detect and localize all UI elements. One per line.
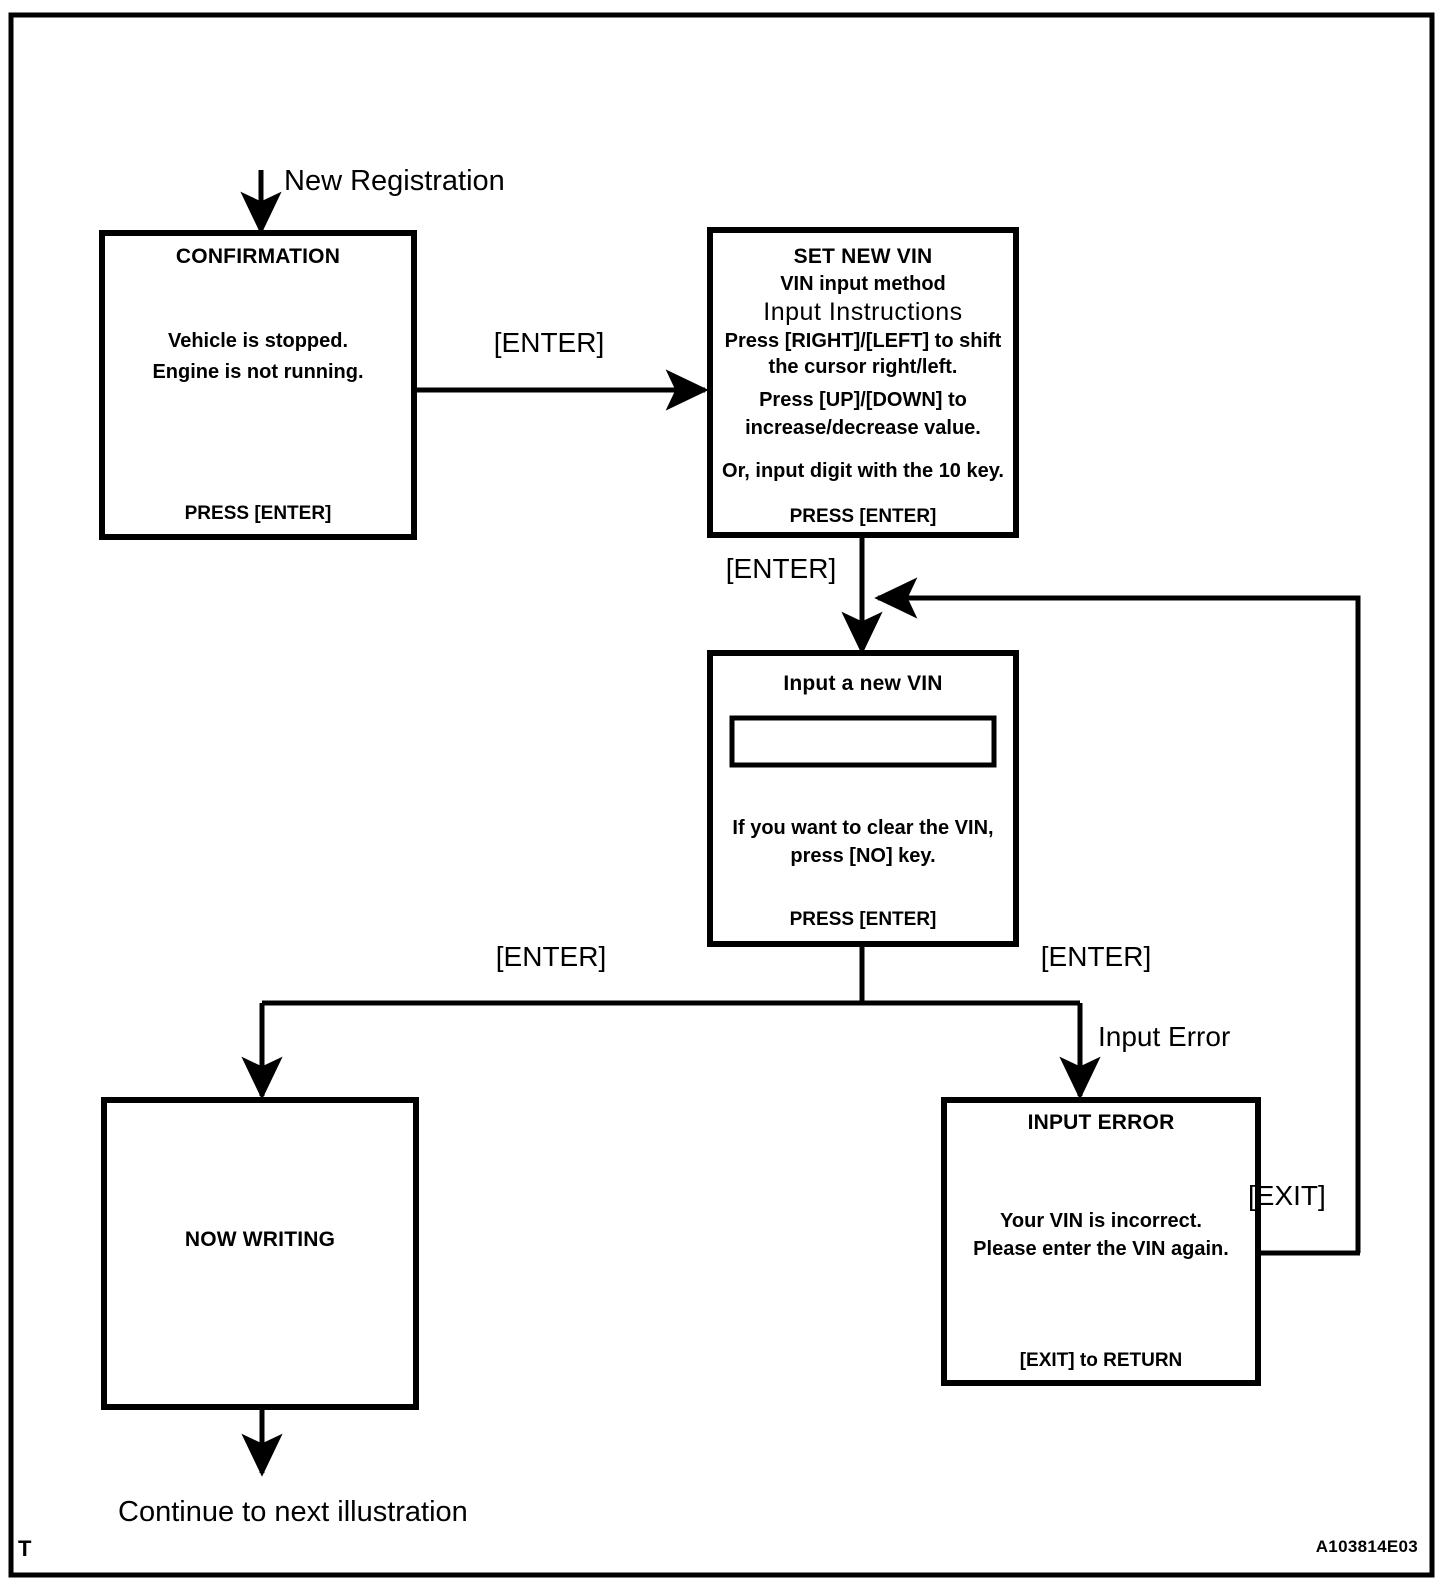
screen-confirmation-frame: [99, 230, 417, 540]
screen-input-error-line-1: Your VIN is incorrect.: [1000, 1210, 1202, 1232]
edge-inputvin-to-error-label: [ENTER]: [1041, 941, 1151, 972]
entry-arrow-label: New Registration: [284, 165, 505, 197]
screen-confirmation-line-1: Vehicle is stopped.: [168, 330, 348, 352]
edge-error-return-path: [874, 577, 1361, 1253]
screen-input-new-vin-footer: PRESS [ENTER]: [790, 909, 937, 930]
screen-confirmation-line-2: Engine is not running.: [152, 361, 363, 383]
screen-set-new-vin-line-1: Press [RIGHT]/[LEFT] to shift: [725, 330, 1002, 352]
screen-input-new-vin-title: Input a new VIN: [783, 672, 942, 695]
screen-input-new-vin: Input a new VIN If you want to clear the…: [707, 650, 1019, 947]
screen-input-error-title: INPUT ERROR: [1028, 1111, 1175, 1134]
screen-confirmation-footer: PRESS [ENTER]: [185, 503, 332, 524]
screen-input-new-vin-line-2: press [NO] key.: [790, 845, 935, 867]
screen-set-new-vin-line-5: Or, input digit with the 10 key.: [722, 460, 1004, 482]
screen-now-writing-title: NOW WRITING: [185, 1228, 335, 1251]
exit-label: Continue to next illustration: [118, 1496, 468, 1528]
page-frame: [8, 12, 1435, 1578]
screen-confirmation: CONFIRMATION Vehicle is stopped. Engine …: [99, 230, 417, 540]
edge-confirmation-to-setvin-label: [ENTER]: [494, 327, 604, 358]
screen-now-writing-frame: [101, 1097, 419, 1410]
screen-now-writing: NOW WRITING: [101, 1097, 419, 1410]
screen-set-new-vin-line-2: the cursor right/left.: [769, 356, 958, 378]
figure-id-code: A103814E03: [1316, 1537, 1418, 1556]
screen-set-new-vin-line-3: Press [UP]/[DOWN] to: [759, 389, 967, 411]
edge-error-return-label: [EXIT]: [1248, 1180, 1326, 1211]
screen-confirmation-title: CONFIRMATION: [176, 245, 340, 268]
screen-set-new-vin: SET NEW VIN VIN input method Input Instr…: [707, 227, 1019, 538]
screen-set-new-vin-subtitle: VIN input method: [780, 273, 946, 295]
screen-set-new-vin-instructions-heading: Input Instructions: [763, 298, 962, 326]
corner-mark: T: [18, 1536, 32, 1561]
vin-input-field[interactable]: [729, 715, 997, 768]
edge-error-branch-note: Input Error: [1098, 1021, 1230, 1052]
screen-set-new-vin-line-4: increase/decrease value.: [745, 417, 981, 439]
screen-input-new-vin-frame: [707, 650, 1019, 947]
screen-input-error-line-2: Please enter the VIN again.: [973, 1238, 1229, 1260]
screen-set-new-vin-footer: PRESS [ENTER]: [790, 506, 937, 527]
screen-input-error-frame: [941, 1097, 1261, 1386]
screen-input-error: INPUT ERROR Your VIN is incorrect. Pleas…: [941, 1097, 1261, 1386]
screen-set-new-vin-title: SET NEW VIN: [794, 245, 933, 268]
screen-set-new-vin-frame: [707, 227, 1019, 538]
edge-setvin-to-inputvin-label: [ENTER]: [726, 553, 836, 584]
screen-input-new-vin-line-1: If you want to clear the VIN,: [732, 817, 993, 839]
edge-inputvin-to-nowwriting-label: [ENTER]: [496, 941, 606, 972]
screen-input-error-footer: [EXIT] to RETURN: [1020, 1350, 1183, 1371]
